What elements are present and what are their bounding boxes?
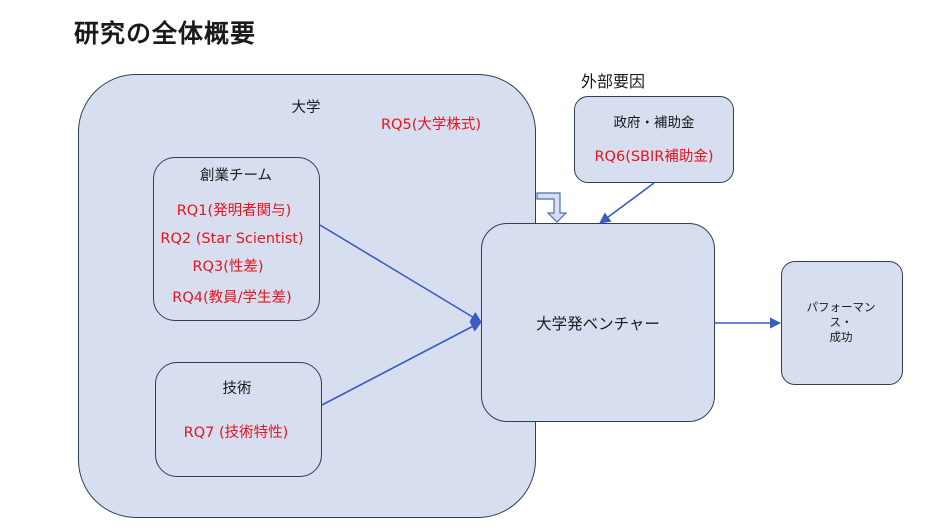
founding-team-label: 創業チーム: [199, 168, 273, 184]
university-venture-label: 大学発ベンチャー: [536, 315, 660, 333]
government-subsidy-box: [574, 96, 734, 183]
performance-label-line2: ス・: [829, 315, 853, 329]
rq2-label: RQ2 (Star Scientist): [160, 231, 304, 247]
rq4-label: RQ4(教員/学生差): [172, 290, 292, 306]
rq5-label: RQ5(大学株式): [380, 117, 482, 133]
university-to-venture-arrow: [536, 192, 568, 223]
performance-label-line3: 成功: [829, 330, 853, 344]
external-factors-heading: 外部要因: [581, 72, 646, 91]
university-venture-box: [481, 223, 715, 422]
technology-label: 技術: [222, 381, 252, 397]
external-to-venture-arrow: [599, 182, 655, 224]
technology-box: [155, 362, 322, 477]
rq1-label: RQ1(発明者関与): [176, 203, 292, 219]
rq3-label: RQ3(性差): [192, 259, 264, 275]
performance-box: [781, 261, 903, 385]
rq7-label: RQ7 (技術特性): [183, 425, 289, 441]
rq6-label: RQ6(SBIR補助金): [594, 149, 714, 165]
performance-label-line1: パフォーマン: [806, 300, 876, 314]
university-label: 大学: [291, 100, 321, 116]
founding-team-box: [153, 157, 320, 321]
performance-label: パフォーマン ス・ 成功: [781, 300, 901, 345]
page-title: 研究の全体概要: [74, 19, 257, 48]
government-subsidy-label: 政府・補助金: [613, 115, 695, 131]
